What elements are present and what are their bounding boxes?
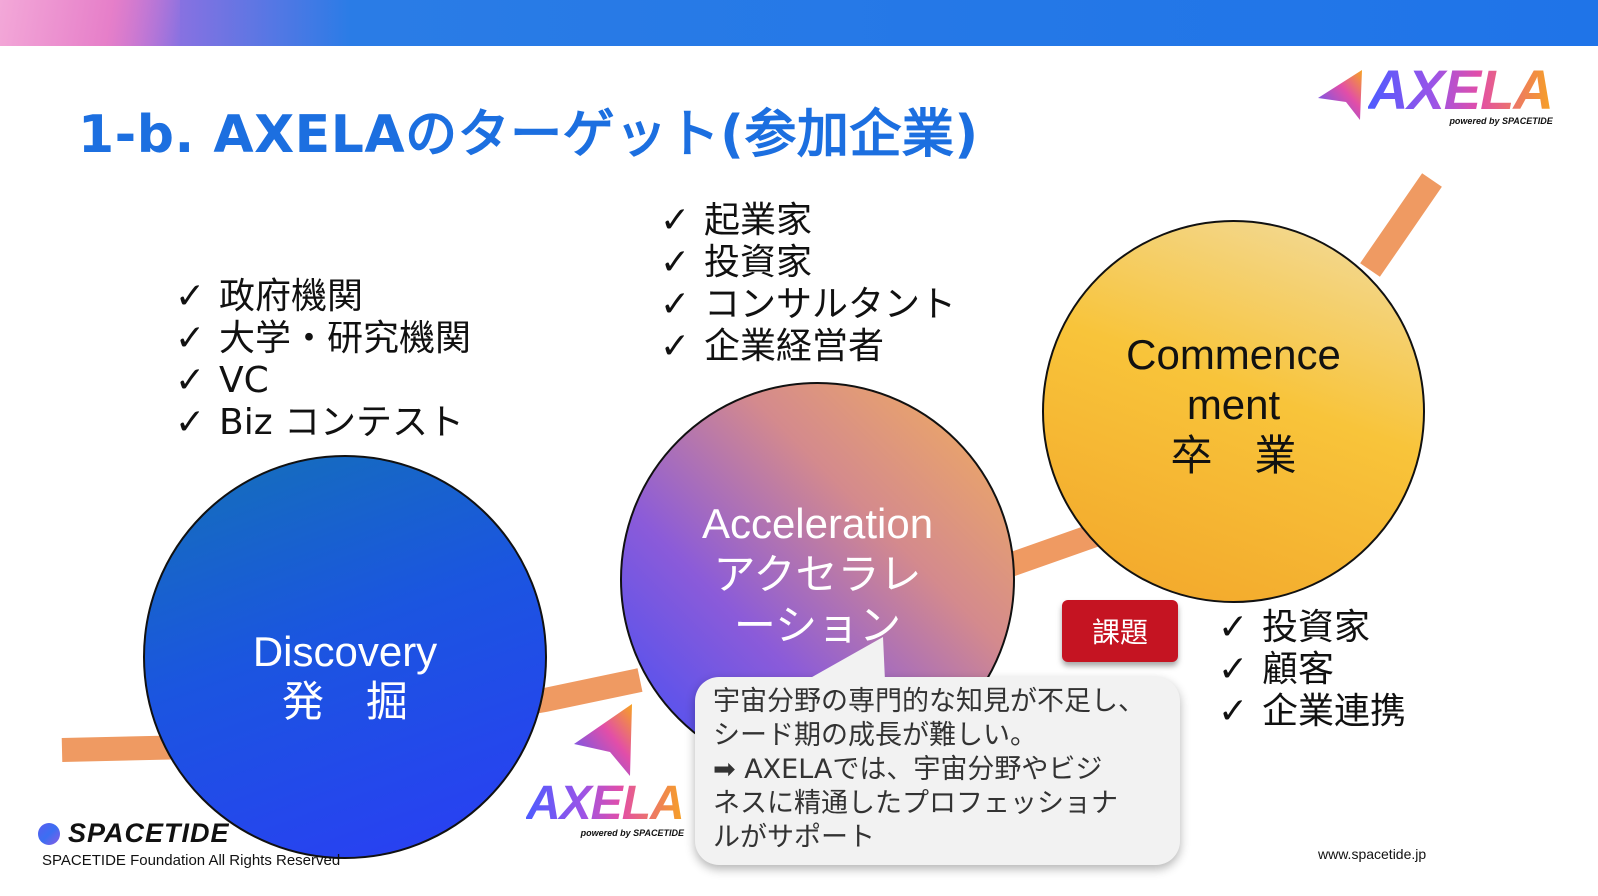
stage-acceleration-label: Acceleration アクセラレ ーション — [701, 499, 934, 650]
issue-bubble-text: 宇宙分野の専門的な知見が不足し、 シード期の成長が難しい。 ➡ AXELAでは、… — [713, 686, 1145, 853]
list-item: ✓企業経営者 — [660, 326, 885, 367]
stage-commencement-circle: Commence ment 卒 業 — [1042, 220, 1425, 603]
axela-arrow-icon — [574, 704, 632, 776]
check-icon: ✓ — [175, 360, 206, 401]
spacetide-wordmark: SPACETIDE — [68, 818, 230, 848]
issue-badge: 課題 — [1062, 600, 1178, 662]
discovery-source-list: ✓政府機関 ✓大学・研究機関 ✓VC ✓Biz コンテスト — [175, 276, 471, 444]
axela-logo-mid: AXELA powered by SPACETIDE — [526, 700, 686, 838]
stage-commencement-label: Commence ment 卒 業 — [1126, 330, 1341, 479]
check-icon: ✓ — [1218, 691, 1249, 732]
check-icon: ✓ — [660, 242, 691, 283]
powered-by-text: powered by SPACETIDE — [580, 828, 684, 838]
copyright-text: SPACETIDE Foundation All Rights Reserved — [42, 852, 341, 869]
page-title: 1-b. AXELAのターゲット(参加企業) — [78, 105, 979, 165]
acceleration-partner-list: ✓起業家 ✓投資家 ✓コンサルタント ✓企業経営者 — [660, 200, 956, 368]
list-item: ✓投資家 — [1218, 607, 1371, 648]
list-item: ✓大学・研究機関 — [175, 318, 472, 359]
spacetide-logo: SPACETIDE — [38, 818, 230, 849]
axela-wordmark: AXELA — [526, 777, 685, 830]
stage-discovery-label: Discovery 発 掘 — [252, 627, 438, 725]
axela-wordmark: AXELA — [1368, 58, 1554, 121]
axela-logo-top: AXELA powered by SPACETIDE — [1318, 58, 1554, 126]
check-icon: ✓ — [175, 402, 206, 443]
website-link[interactable]: www.spacetide.jp — [1318, 846, 1427, 862]
list-item: ✓投資家 — [660, 242, 813, 283]
list-item: ✓企業連携 — [1218, 691, 1407, 732]
list-item: ✓顧客 — [1218, 649, 1335, 690]
check-icon: ✓ — [1218, 649, 1249, 690]
spacetide-logo-icon — [38, 822, 60, 845]
check-icon: ✓ — [175, 276, 206, 317]
stage-discovery-circle: Discovery 発 掘 — [143, 455, 547, 859]
list-item: ✓起業家 — [660, 200, 813, 241]
header-band — [0, 0, 1598, 46]
bubble-tail — [805, 637, 885, 681]
issue-bubble: 宇宙分野の専門的な知見が不足し、 シード期の成長が難しい。 ➡ AXELAでは、… — [695, 637, 1180, 865]
commencement-partner-list: ✓投資家 ✓顧客 ✓企業連携 — [1218, 607, 1406, 733]
powered-by-text: powered by SPACETIDE — [1449, 116, 1553, 126]
list-item: ✓コンサルタント — [660, 284, 957, 325]
check-icon: ✓ — [175, 318, 206, 359]
check-icon: ✓ — [1218, 607, 1249, 648]
list-item: ✓VC — [175, 360, 269, 401]
check-icon: ✓ — [660, 284, 691, 325]
list-item: ✓Biz コンテスト — [175, 402, 465, 443]
check-icon: ✓ — [660, 326, 691, 367]
axela-arrow-icon — [1318, 70, 1362, 120]
list-item: ✓政府機関 — [175, 276, 364, 317]
check-icon: ✓ — [660, 200, 691, 241]
